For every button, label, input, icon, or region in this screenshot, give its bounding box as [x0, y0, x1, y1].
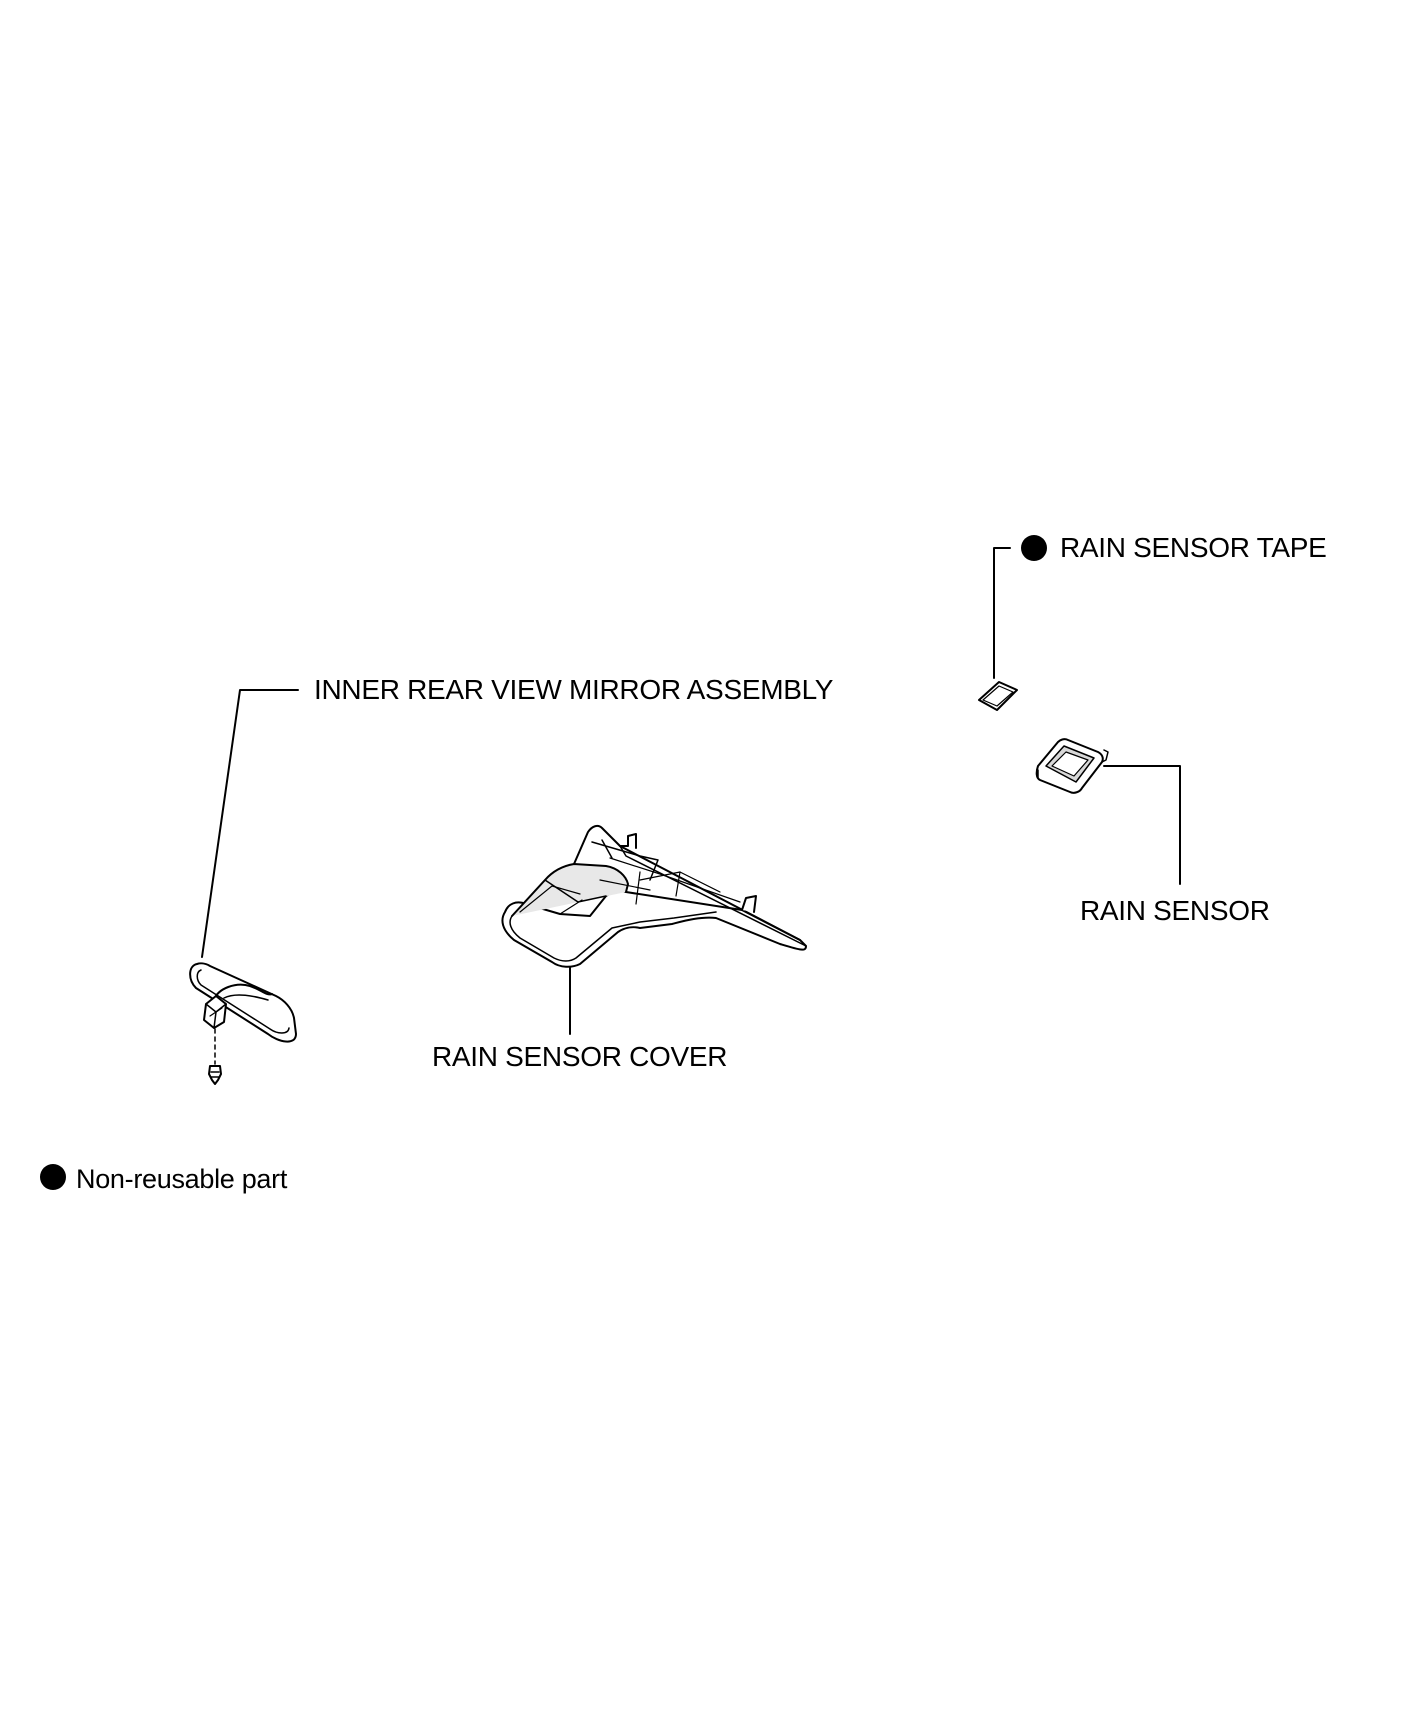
rain-sensor-label: RAIN SENSOR — [1080, 895, 1270, 926]
rain-sensor-cover-label: RAIN SENSOR COVER — [432, 1041, 728, 1072]
legend-label: Non-reusable part — [76, 1164, 288, 1194]
tape-non-reusable-marker — [1021, 535, 1047, 561]
tape-leader-line — [993, 547, 1011, 679]
rain-sensor-tape-illustration — [978, 681, 1018, 711]
mirror-assembly-label: INNER REAR VIEW MIRROR ASSEMBLY — [314, 674, 834, 705]
rain-sensor-tape-label: RAIN SENSOR TAPE — [1060, 532, 1327, 563]
rain-sensor-cover-illustration — [501, 824, 807, 968]
inner-rear-view-mirror-illustration — [189, 962, 297, 1065]
sensor-leader-line — [1103, 765, 1181, 885]
legend-symbol — [40, 1164, 66, 1190]
mirror-leader-line — [201, 689, 299, 958]
rain-sensor-illustration — [1035, 738, 1109, 794]
mirror-screw-illustration — [208, 1065, 222, 1085]
